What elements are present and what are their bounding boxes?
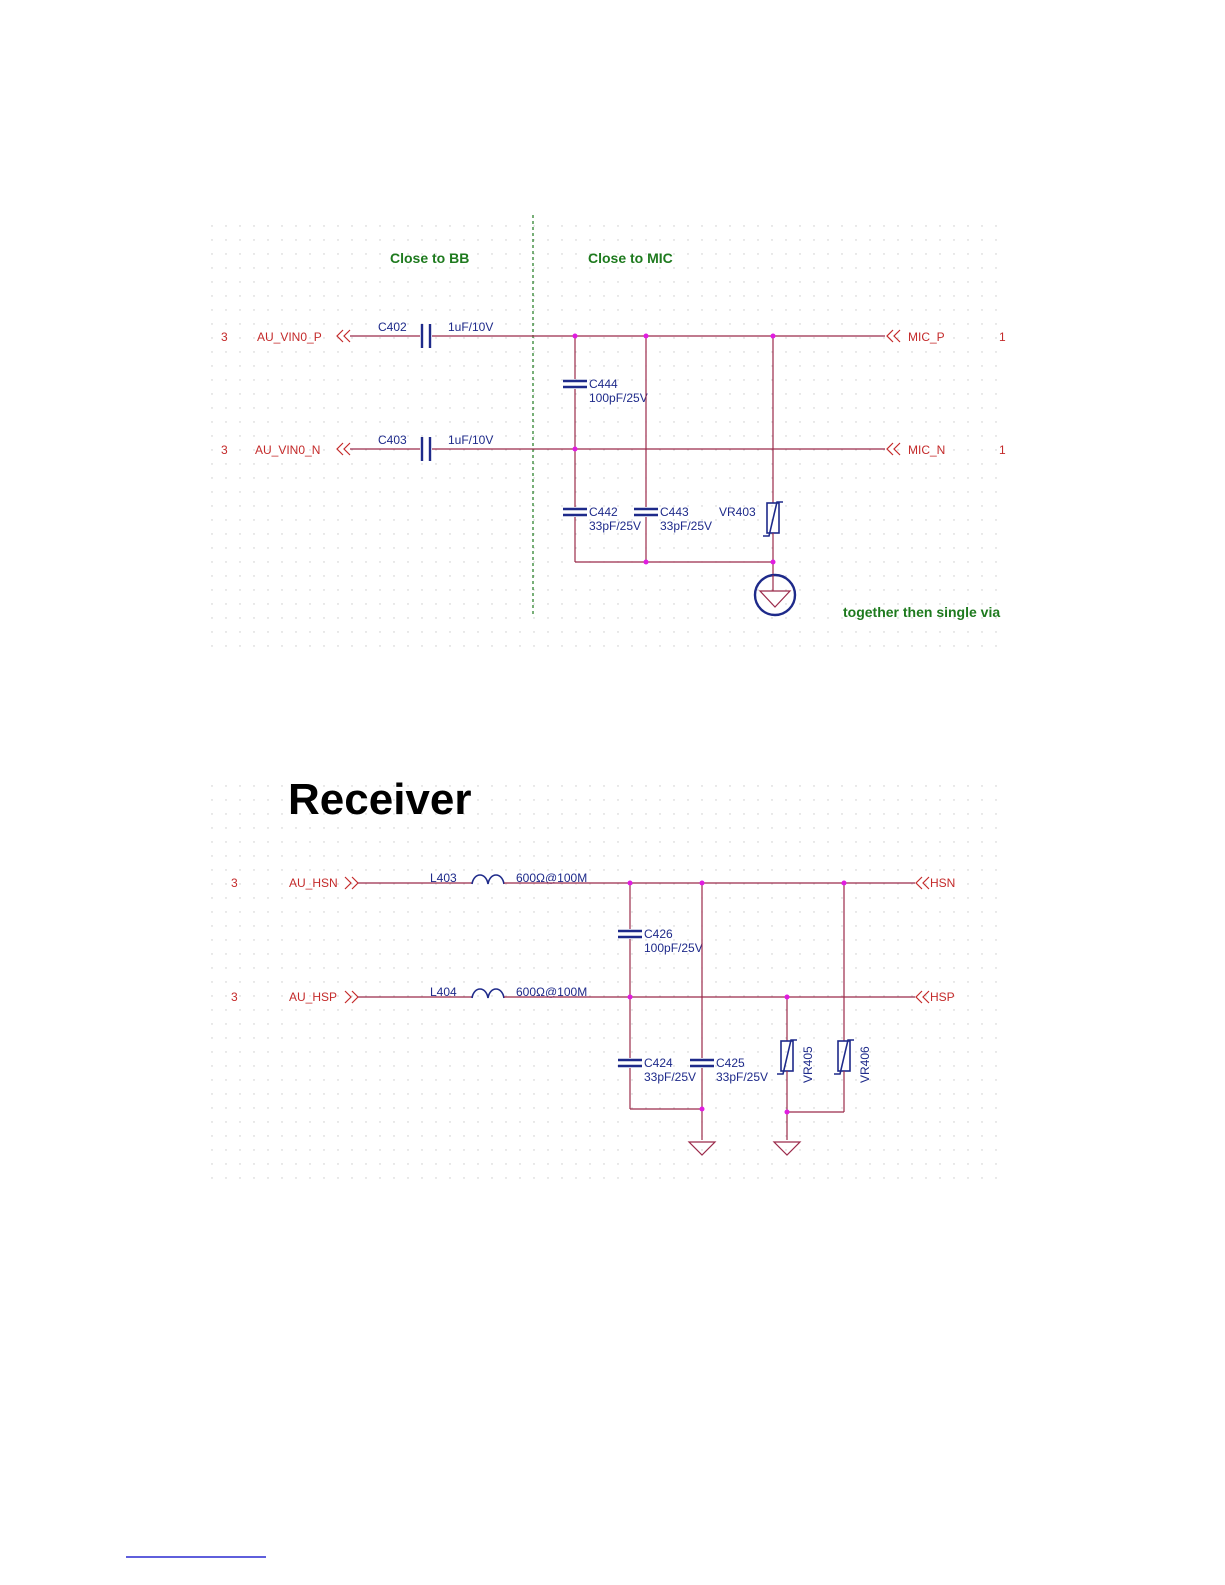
vr405-ref: VR405: [801, 1046, 815, 1083]
mic-right-net-n: MIC_N: [908, 443, 945, 457]
c426-value: 100pF/25V: [644, 941, 703, 955]
mic-circuit: Close to BB Close to MIC 3 AU_VIN0_P C40…: [200, 215, 1008, 650]
vr403-ref: VR403: [719, 505, 756, 519]
mic-right-net-p: MIC_P: [908, 330, 945, 344]
c403-ref: C403: [378, 433, 407, 447]
rx-left-net-hsn: AU_HSN: [289, 876, 338, 890]
mic-grid-background: [200, 215, 1008, 650]
mic-left-pin-p: 3: [221, 330, 228, 344]
c443-value: 33pF/25V: [660, 519, 712, 533]
c402-ref: C402: [378, 320, 407, 334]
c443-ref: C443: [660, 505, 689, 519]
l404-ref: L404: [430, 985, 457, 999]
c425-ref: C425: [716, 1056, 745, 1070]
c444-ref: C444: [589, 377, 618, 391]
receiver-title: Receiver: [288, 775, 471, 824]
rx-left-pin-hsp: 3: [231, 990, 238, 1004]
c442-value: 33pF/25V: [589, 519, 641, 533]
c424-ref: C424: [644, 1056, 673, 1070]
mic-left-pin-n: 3: [221, 443, 228, 457]
mic-note-close-to-mic: Close to MIC: [588, 250, 673, 266]
mic-note-close-to-bb: Close to BB: [390, 250, 469, 266]
l403-ref: L403: [430, 871, 457, 885]
c425-value: 33pF/25V: [716, 1070, 768, 1084]
mic-left-net-n: AU_VIN0_N: [255, 443, 320, 457]
c442-ref: C442: [589, 505, 618, 519]
mic-left-net-p: AU_VIN0_P: [257, 330, 322, 344]
vr406-ref: VR406: [858, 1046, 872, 1083]
mic-right-pin-p: 1: [999, 330, 1006, 344]
c426-ref: C426: [644, 927, 673, 941]
c403-value: 1uF/10V: [448, 433, 493, 447]
rx-left-net-hsp: AU_HSP: [289, 990, 337, 1004]
receiver-grid-background: [200, 785, 1008, 1190]
mic-right-pin-n: 1: [999, 443, 1006, 457]
c444-value: 100pF/25V: [589, 391, 648, 405]
rx-right-net-hsp: HSP: [930, 990, 955, 1004]
rx-right-net-hsn: HSN: [930, 876, 955, 890]
mic-note-together-single-via: together then single via: [843, 604, 1000, 620]
c424-value: 33pF/25V: [644, 1070, 696, 1084]
c402-value: 1uF/10V: [448, 320, 493, 334]
rx-left-pin-hsn: 3: [231, 876, 238, 890]
receiver-circuit: Receiver 3 AU_HSN L403 600Ω@100M HSN 3 A…: [200, 775, 1008, 1190]
